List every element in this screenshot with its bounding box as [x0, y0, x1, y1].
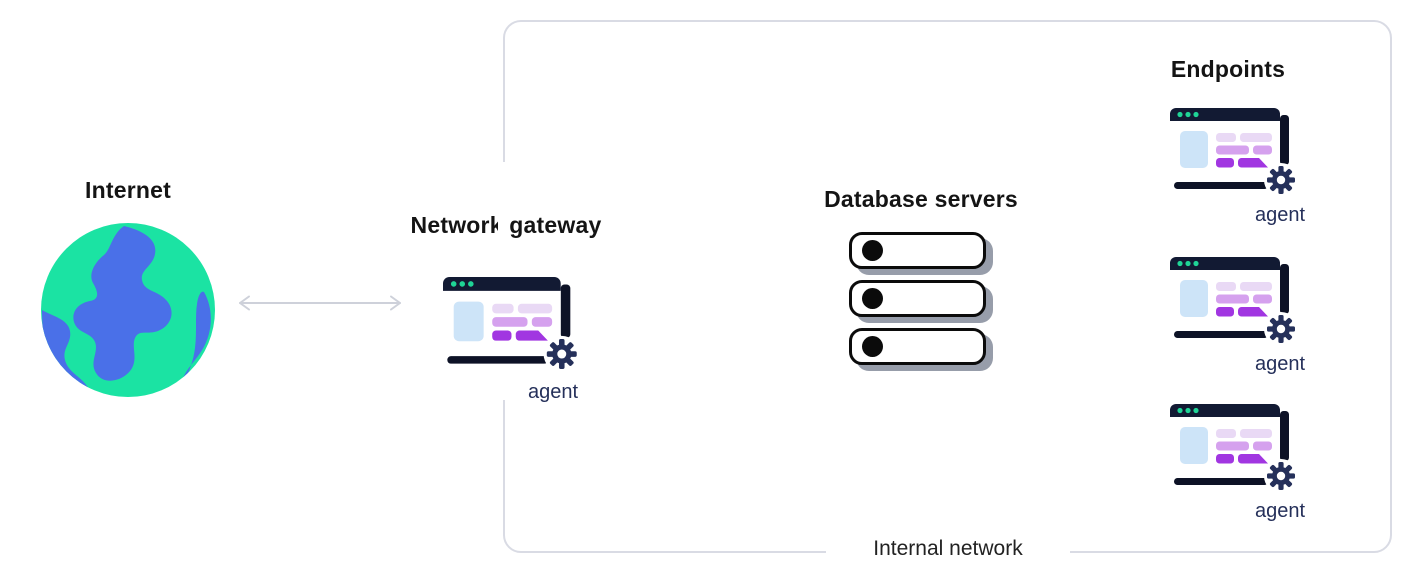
server-stack-icon: [849, 232, 986, 376]
browser-window-icon: [1170, 108, 1298, 204]
agent-label: agent: [1254, 204, 1306, 226]
browser-window-icon: [443, 277, 580, 380]
endpoint-node: agent: [1170, 108, 1307, 226]
server-icon: [849, 280, 986, 317]
endpoints-label: Endpoints: [1170, 56, 1286, 82]
database-servers-label: Database servers: [824, 186, 1018, 212]
agent-label: agent: [1254, 500, 1306, 522]
endpoint-node: agent: [1170, 404, 1307, 522]
server-icon: [849, 328, 986, 365]
internal-network-label: Internal network: [826, 536, 1070, 562]
drive-indicator-dot: [862, 336, 883, 357]
bidirectional-arrow-icon: [239, 295, 401, 311]
drive-indicator-dot: [862, 240, 883, 261]
server-icon: [849, 232, 986, 269]
agent-label: agent: [527, 381, 579, 403]
network-gateway-node: agent: [443, 277, 580, 403]
agent-label: agent: [1254, 353, 1306, 375]
internet-label: Internet: [85, 177, 171, 203]
globe-icon: [41, 223, 215, 397]
browser-window-icon: [1170, 257, 1298, 353]
endpoint-node: agent: [1170, 257, 1307, 375]
browser-window-icon: [1170, 404, 1298, 500]
drive-indicator-dot: [862, 288, 883, 309]
